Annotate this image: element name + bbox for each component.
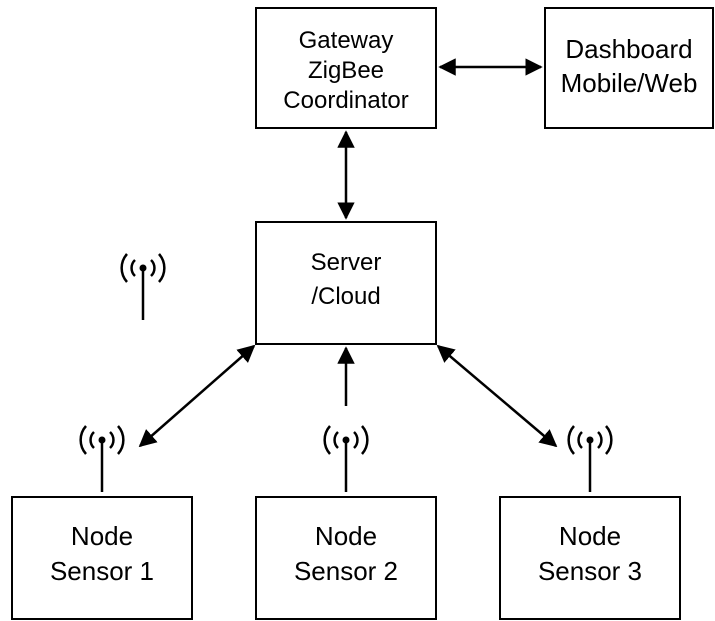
gateway-label-line3: Coordinator <box>283 87 408 114</box>
sensor3-label-line2: Sensor 3 <box>538 556 642 586</box>
server-label-line1: Server <box>311 249 382 276</box>
sensor2-node: Node Sensor 2 <box>255 496 437 620</box>
sensor3-label-line1: Node <box>559 521 621 551</box>
sensor3-node: Node Sensor 3 <box>499 496 681 620</box>
sensor1-label-line2: Sensor 1 <box>50 556 154 586</box>
gateway-node: Gateway ZigBee Coordinator <box>255 7 437 129</box>
server-node: Server /Cloud <box>255 221 437 345</box>
sensor2-label-line1: Node <box>315 521 377 551</box>
gateway-label-line1: Gateway <box>299 27 394 54</box>
antenna-icon <box>323 425 369 492</box>
server-sensor1-arrow <box>138 344 256 448</box>
sensor1-label-line1: Node <box>71 521 133 551</box>
dashboard-label-line2: Mobile/Web <box>561 68 698 98</box>
antenna-icon <box>79 425 125 492</box>
dashboard-label-line1: Dashboard <box>565 34 692 64</box>
antenna-icon <box>567 425 613 492</box>
dashboard-node: Dashboard Mobile/Web <box>544 7 714 129</box>
server-label-line2: /Cloud <box>311 283 380 310</box>
antenna-icon <box>120 253 166 320</box>
sensor2-label-line2: Sensor 2 <box>294 556 398 586</box>
sensor1-node: Node Sensor 1 <box>11 496 193 620</box>
gateway-label-line2: ZigBee <box>308 57 384 84</box>
server-sensor3-arrow <box>436 344 558 448</box>
